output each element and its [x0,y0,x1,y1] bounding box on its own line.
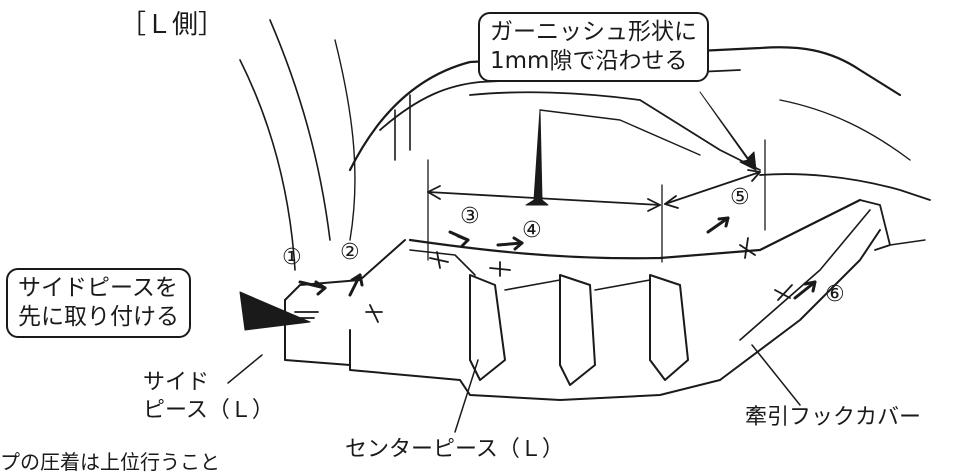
center-fin-3 [649,274,689,381]
tow-cover-edge [719,229,881,381]
dimension-arrowhead [647,198,661,212]
clip-markers [294,237,793,323]
tow-cover-end [859,199,891,251]
dimension-guide-lines [427,139,766,263]
side-piece-front [284,299,351,366]
wheel-arch-line-2 [239,59,296,271]
dimension-arrow-2 [664,171,761,205]
side-piece-label-2: ピース（Ｌ） [143,398,274,423]
side-piece-label-1: サイド [143,370,210,395]
step-1: ① [282,245,302,270]
side-piece-leader [227,354,263,384]
step-arrows [298,216,817,300]
step-6: ⑥ [825,282,845,307]
body-inner-line [379,69,741,131]
callout-top: ガーニッシュ形状に 1mm隙で沿わせる [478,12,709,82]
callout-left-pointer [239,291,311,331]
callout-top-line1: ガーニッシュ形状に [490,19,697,45]
center-piece-top [409,249,651,291]
garnish-right [759,173,931,201]
callout-top-pointer-1 [525,109,549,206]
tow-cover-leader [751,344,801,406]
tow-cover-right [889,239,926,246]
center-piece-label: センターピース（Ｌ） [345,437,564,462]
tow-cover-inner [739,209,871,341]
tow-hook-cover-label: 牽引フックカバー [745,405,922,430]
step-2: ② [340,240,360,265]
bumper-lower-edge [349,329,721,401]
dimension-arrowhead [664,195,679,209]
bumper-upper-edge [408,198,862,260]
callout-top-line2: 1mm隙で沿わせる [490,47,688,74]
lamp-edge [394,94,411,161]
step-5: ⑤ [730,185,750,210]
side-label: ［Ｌ側］ [120,10,225,40]
dimension-arrowhead [747,169,761,182]
body-upper-outline [348,46,902,172]
callout-left: サイドピースを 先に取り付ける [6,268,191,338]
garnish-inner [539,109,701,156]
garnish-top [469,91,761,171]
callout-top-pointer-2 [699,91,757,171]
body-right-line [779,99,911,161]
dimension-arrow-1 [427,191,661,206]
wheel-arch-line-1 [269,19,331,241]
callout-left-line2: 先に取り付ける [18,303,179,330]
step-3: ③ [460,204,480,229]
center-fin-2 [559,274,596,386]
dimension-arrowhead [427,185,441,200]
center-piece-leader [454,359,479,433]
center-fin-1 [469,274,506,381]
callout-left-line1: サイドピースを [18,275,178,301]
wheel-arch-line-3 [334,39,356,241]
side-piece-top [284,239,406,301]
step-4: ④ [522,218,542,243]
footer-text: プの圧着は上位行うこと [0,450,220,474]
